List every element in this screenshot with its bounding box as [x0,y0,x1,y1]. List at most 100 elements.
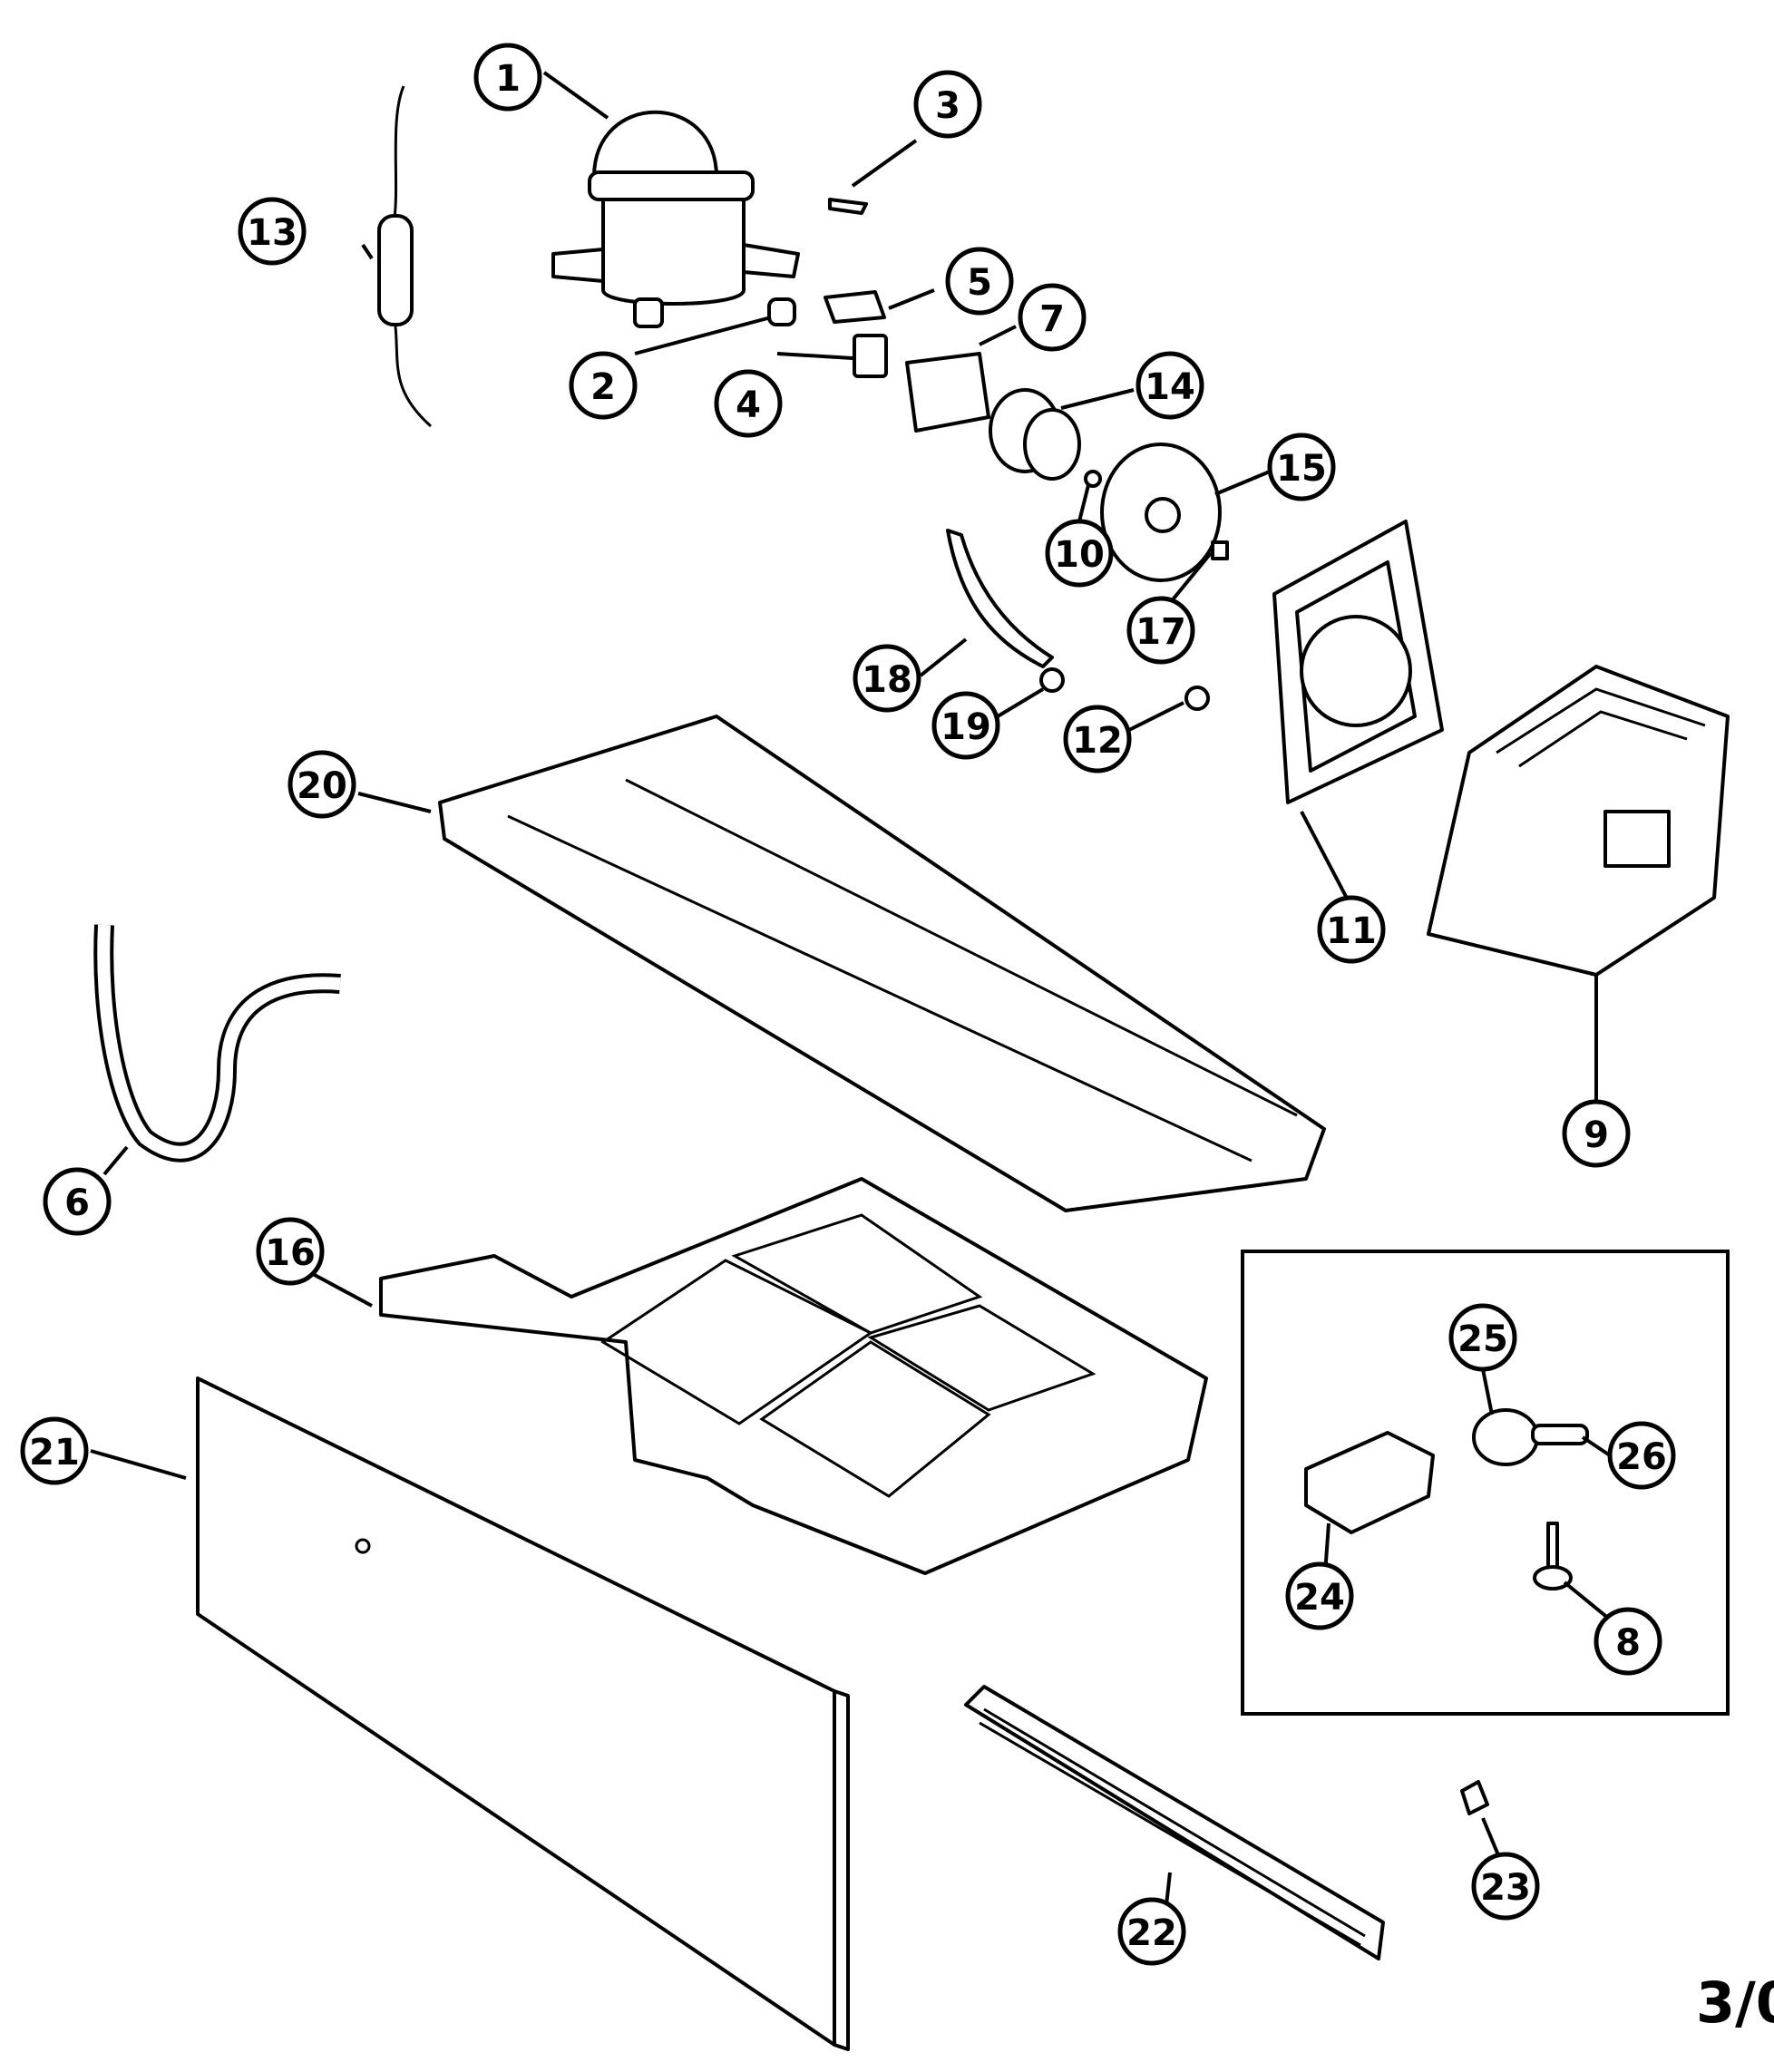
callout-number: 2 [590,366,616,408]
callout-18: 18 [853,644,921,713]
part-drain-pan [379,1177,1208,1575]
part-drier [377,85,432,428]
part-toe-grille [964,1685,1385,1960]
callout-11: 11 [1317,895,1386,964]
callout-number: 1 [495,58,521,100]
callout-number: 21 [29,1432,80,1474]
callout-number: 26 [1616,1436,1667,1478]
part-fan-clip [1211,540,1229,560]
callout-number: 19 [941,706,991,748]
callout-number: 23 [1480,1867,1531,1909]
part-relay-cover [905,352,990,433]
callout-5: 5 [945,247,1014,316]
callout-number: 25 [1457,1318,1508,1360]
part-roller-axle [1531,1424,1589,1445]
part-base-rail [438,715,1326,1212]
callout-number: 20 [297,765,347,807]
part-front-panel [196,1376,850,2051]
callout-19: 19 [931,691,1000,760]
callout-number: 16 [265,1232,316,1274]
callout-number: 7 [1039,298,1065,340]
callout-6: 6 [43,1167,112,1236]
callout-circle [256,1217,325,1286]
callout-7: 7 [1018,283,1087,352]
part-leveling-leg [1533,1522,1573,1590]
callout-circle [853,644,921,713]
callout-circle [945,247,1014,316]
callout-circle [1018,283,1087,352]
part-grille-clip [1460,1780,1489,1815]
callout-16: 16 [256,1217,325,1286]
callout-8: 8 [1594,1607,1662,1676]
part-nut [1084,470,1102,488]
callout-14: 14 [1136,351,1204,420]
part-fan-blade [1100,443,1222,582]
part-fan-motor [989,388,1081,481]
callout-circle [1607,1421,1676,1490]
callout-number: 22 [1126,1912,1177,1954]
callout-circle [288,750,356,819]
inset-roller-detail [1241,1250,1730,1716]
callout-number: 17 [1136,611,1186,653]
callout-circle [931,691,1000,760]
callout-number: 14 [1145,366,1195,408]
part-compressor [551,110,800,328]
leader-lines [90,71,1616,1914]
callout-number: 6 [64,1182,90,1224]
callout-21: 21 [20,1416,89,1485]
callout-circle [1285,1561,1354,1630]
callout-number: 3 [935,85,960,127]
callout-circle [913,70,982,139]
revision-code: 3/0 [1696,1970,1774,2036]
callout-circle [1594,1607,1662,1676]
part-relay [853,334,888,378]
callout-number: 9 [1584,1114,1609,1156]
part-roller-bracket [1304,1431,1435,1534]
callout-number: 11 [1326,910,1377,952]
part-clip [828,198,868,215]
callout-10: 10 [1045,519,1114,588]
callout-number: 10 [1054,534,1105,576]
part-grommet [767,297,796,326]
callout-circle [473,43,542,112]
callout-24: 24 [1285,1561,1354,1630]
part-overload [824,290,886,324]
callout-circle [1448,1303,1517,1372]
callout-circle [1317,895,1386,964]
callout-group: 1234567891011121314151617181920212223242… [20,43,1676,1966]
callout-circle [1045,519,1114,588]
callout-circle [1562,1099,1631,1168]
callout-23: 23 [1471,1852,1540,1921]
callout-number: 12 [1072,720,1123,762]
callout-number: 13 [247,212,297,254]
callout-1: 1 [473,43,542,112]
callout-4: 4 [714,369,783,438]
callout-circle [1117,1897,1186,1966]
part-fan-shroud [1272,520,1444,804]
callout-17: 17 [1126,596,1195,665]
part-motor-bracket [946,529,1054,668]
callout-circle [1063,705,1132,773]
callout-number: 15 [1276,448,1327,490]
callout-circle [238,197,307,266]
callout-15: 15 [1267,433,1336,501]
callout-number: 5 [967,262,992,304]
callout-26: 26 [1607,1421,1676,1490]
part-grommet-12 [1184,686,1210,711]
callout-12: 12 [1063,705,1132,773]
callout-2: 2 [569,351,638,420]
callout-circle [714,369,783,438]
callout-circle [1471,1852,1540,1921]
callout-number: 8 [1615,1622,1641,1664]
callout-circle [1136,351,1204,420]
callout-3: 3 [913,70,982,139]
callout-circle [1267,433,1336,501]
part-condenser [1427,665,1730,977]
callout-circle [43,1167,112,1236]
callout-circle [1126,596,1195,665]
callout-number: 24 [1294,1577,1345,1619]
part-grommet-19 [1039,667,1065,693]
callout-22: 22 [1117,1897,1186,1966]
callout-number: 18 [862,659,912,701]
